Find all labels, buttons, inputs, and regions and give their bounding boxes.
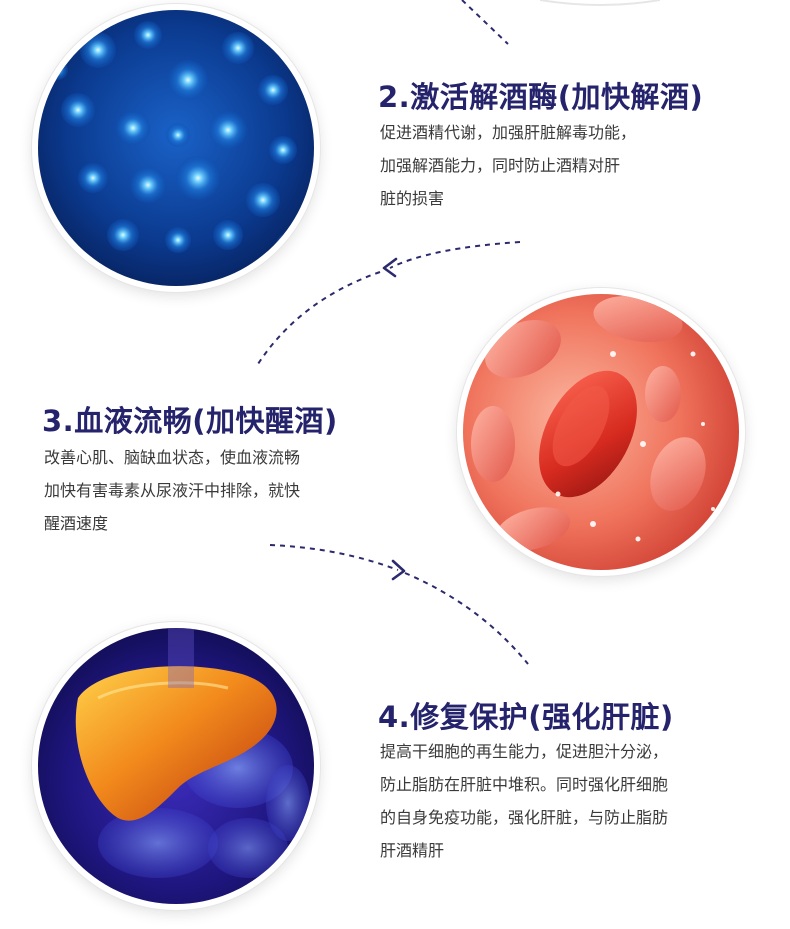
section-title-4: 4.修复保护(强化肝脏) <box>378 700 674 734</box>
description-line: 的自身免疫功能，强化肝脏，与防止脂肪 <box>380 808 669 827</box>
section-description-2: 促进酒精代谢，加强肝脏解毒功能， 加强解酒能力，同时防止酒精对肝 脏的损害 <box>380 116 636 215</box>
partial-circle-top <box>540 0 660 6</box>
section-description-4: 提高干细胞的再生能力，促进胆汁分泌， 防止脂肪在肝脏中堆积。同时强化肝细胞 的自… <box>380 735 668 867</box>
description-line: 提高干细胞的再生能力，促进胆汁分泌， <box>380 742 669 761</box>
dashed-connector-top <box>461 0 509 45</box>
dashed-connector-1b <box>257 271 381 365</box>
description-line: 加强解酒能力，同时防止酒精对肝 <box>380 156 621 175</box>
enzyme-image <box>38 10 314 286</box>
section-title-3: 3.血液流畅(加快醒酒) <box>42 404 338 438</box>
liver-image <box>38 628 314 904</box>
description-line: 加快有害毒素从尿液汗中排除，就快 <box>44 481 301 500</box>
arrowhead-left-icon <box>382 257 398 278</box>
description-line: 脏的损害 <box>380 189 445 208</box>
description-line: 防止脂肪在肝脏中堆积。同时强化肝细胞 <box>380 775 669 794</box>
dashed-connector-1 <box>389 241 521 269</box>
section-title-2: 2.激活解酒酶(加快解酒) <box>378 80 704 114</box>
description-line: 醒酒速度 <box>44 514 109 533</box>
description-line: 促进酒精代谢，加强肝脏解毒功能， <box>380 123 637 142</box>
description-line: 改善心肌、脑缺血状态，使血液流畅 <box>44 448 301 467</box>
arrowhead-right-icon <box>391 559 406 581</box>
section-description-3: 改善心肌、脑缺血状态，使血液流畅 加快有害毒素从尿液汗中排除，就快 醒酒速度 <box>44 441 300 540</box>
blood-cells-image <box>463 294 739 570</box>
description-line: 肝酒精肝 <box>380 841 445 860</box>
dashed-connector-2 <box>269 544 399 571</box>
dashed-connector-2b <box>404 572 529 665</box>
